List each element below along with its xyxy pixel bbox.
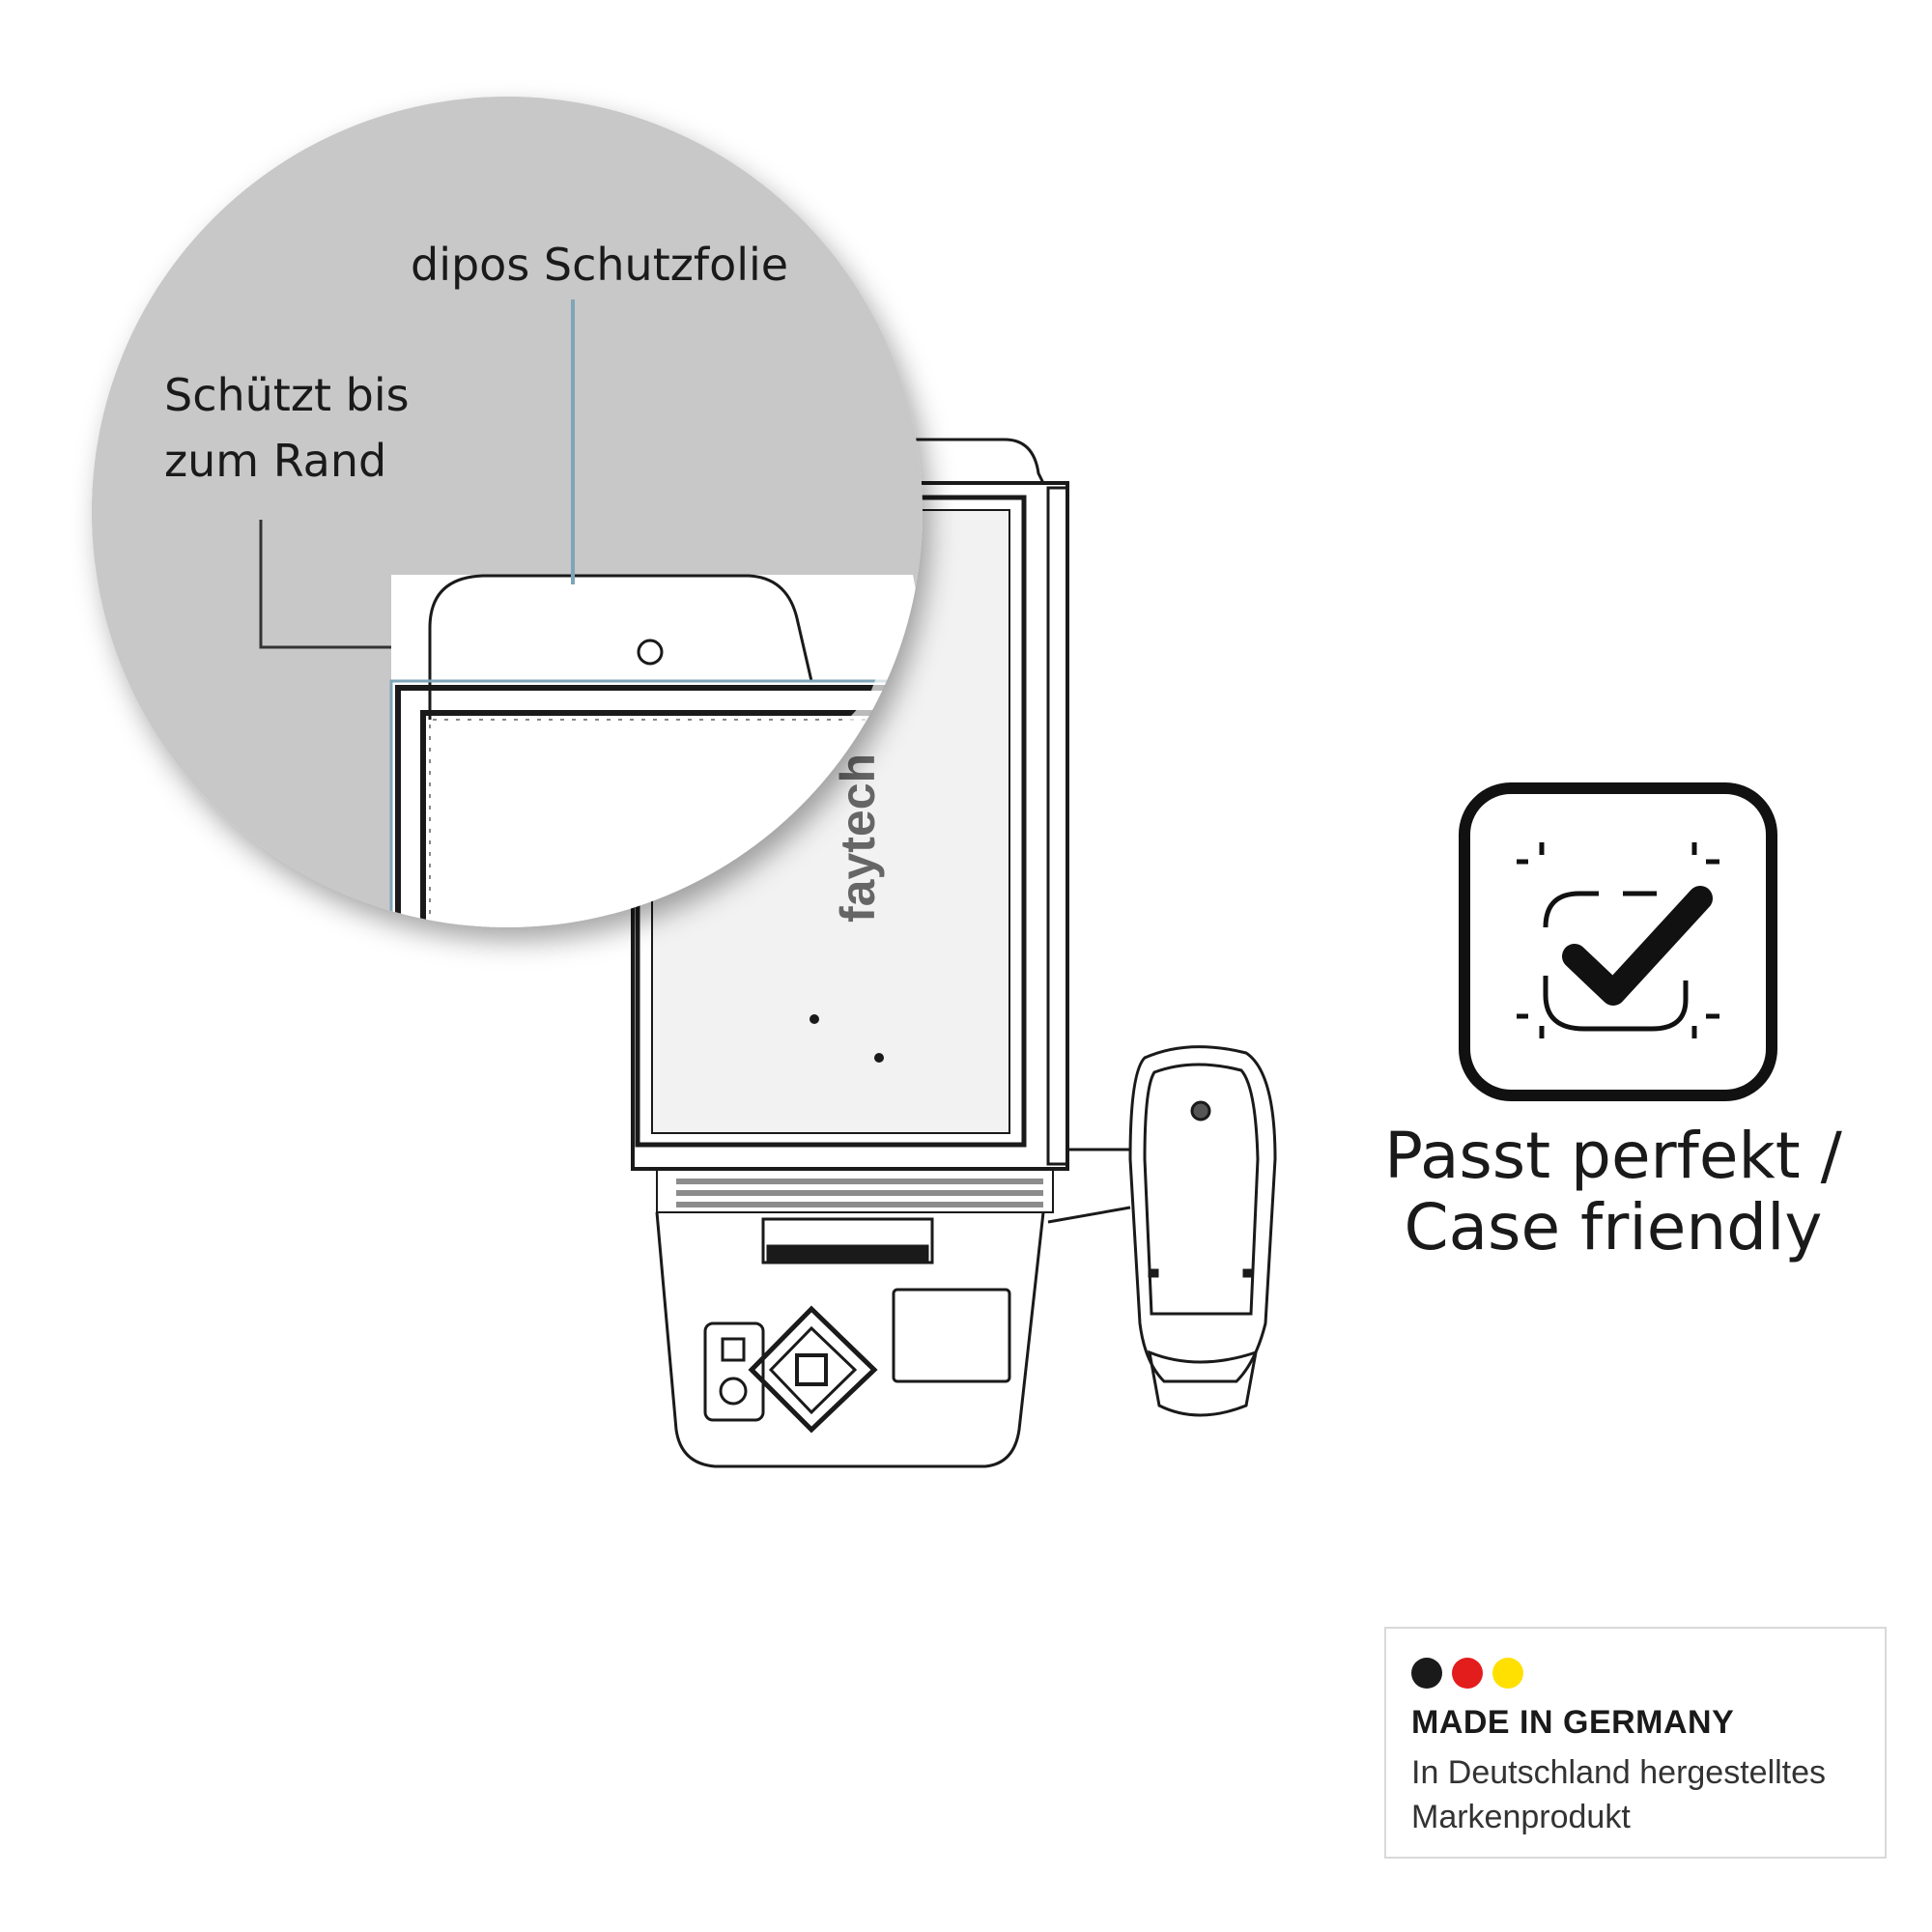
flag-dot-gold	[1492, 1658, 1523, 1689]
badge-subtitle: In Deutschland hergestelltes Markenprodu…	[1411, 1754, 1827, 1835]
edge-callout-label: Schützt bis zum Rand	[164, 369, 410, 487]
device-brand-text: faytech	[831, 753, 885, 923]
flag-dot-red	[1452, 1658, 1483, 1689]
film-callout-label: dipos Schutzfolie	[411, 239, 789, 291]
flag-dots	[1411, 1658, 1523, 1689]
checkmark-frame-icon	[1459, 782, 1777, 1101]
made-in-germany-badge: MADE IN GERMANY In Deutschland hergestel…	[1384, 1627, 1887, 1859]
edge-leader-line	[259, 520, 391, 649]
flag-dot-black	[1411, 1658, 1442, 1689]
badge-title: MADE IN GERMANY	[1411, 1704, 1735, 1741]
case-friendly-caption: Passt perfekt / Case friendly	[1384, 1119, 1842, 1264]
